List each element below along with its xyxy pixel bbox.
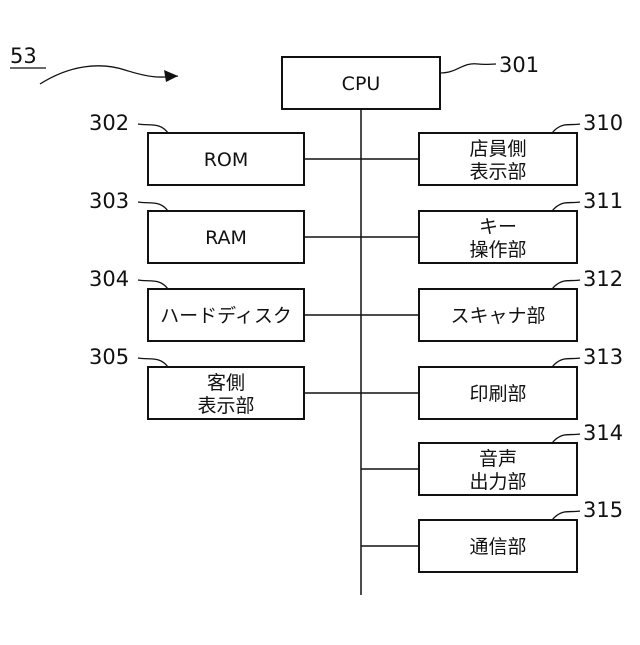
arrowhead-icon [164, 70, 178, 82]
block-311-label-line2: 操作部 [469, 239, 526, 261]
block-302-ref: 302 [89, 111, 129, 135]
block-311-ref-leader [552, 202, 580, 211]
figure-label-arrow-line [40, 66, 178, 84]
figure-label: 53 [10, 44, 37, 68]
block-305-label-line2: 表示部 [197, 395, 254, 417]
block-315-label: 通信部 [469, 536, 526, 558]
block-303-ref: 303 [89, 189, 129, 213]
block-310-ref: 310 [583, 111, 623, 135]
block-303-label: RAM [205, 227, 247, 249]
block-314-label-line2: 出力部 [469, 471, 526, 493]
block-313-label: 印刷部 [469, 383, 526, 405]
block-302-label: ROM [204, 149, 249, 171]
block-310-label-line1: 店員側 [469, 138, 526, 160]
block-305-ref: 305 [89, 345, 129, 369]
block-305-label-line1: 客側 [207, 372, 245, 394]
block-312-label: スキャナ部 [450, 305, 545, 327]
block-302-ref-leader [138, 124, 168, 133]
block-315-ref: 315 [583, 498, 623, 522]
block-304-ref-leader [138, 280, 168, 289]
cpu-ref: 301 [499, 53, 539, 77]
block-310-ref-leader [552, 124, 580, 133]
block-313-ref-leader [552, 358, 580, 367]
block-314-label-line1: 音声 [479, 448, 517, 470]
block-310-label-line2: 表示部 [469, 161, 526, 183]
block-312-ref-leader [552, 280, 580, 289]
block-315-ref-leader [552, 511, 580, 520]
block-311-ref: 311 [583, 189, 623, 213]
block-313-ref: 313 [583, 345, 623, 369]
block-311-label-line1: キー [479, 216, 517, 238]
block-304-label: ハードディスク [160, 305, 292, 327]
block-312-ref: 312 [583, 267, 623, 291]
block-305-ref-leader [138, 358, 168, 367]
cpu-label: CPU [342, 73, 381, 95]
cpu-ref-leader [440, 64, 496, 73]
block-303-ref-leader [138, 202, 168, 211]
block-304-ref: 304 [89, 267, 129, 291]
block-314-ref-leader [552, 434, 580, 443]
block-314-ref: 314 [583, 421, 623, 445]
